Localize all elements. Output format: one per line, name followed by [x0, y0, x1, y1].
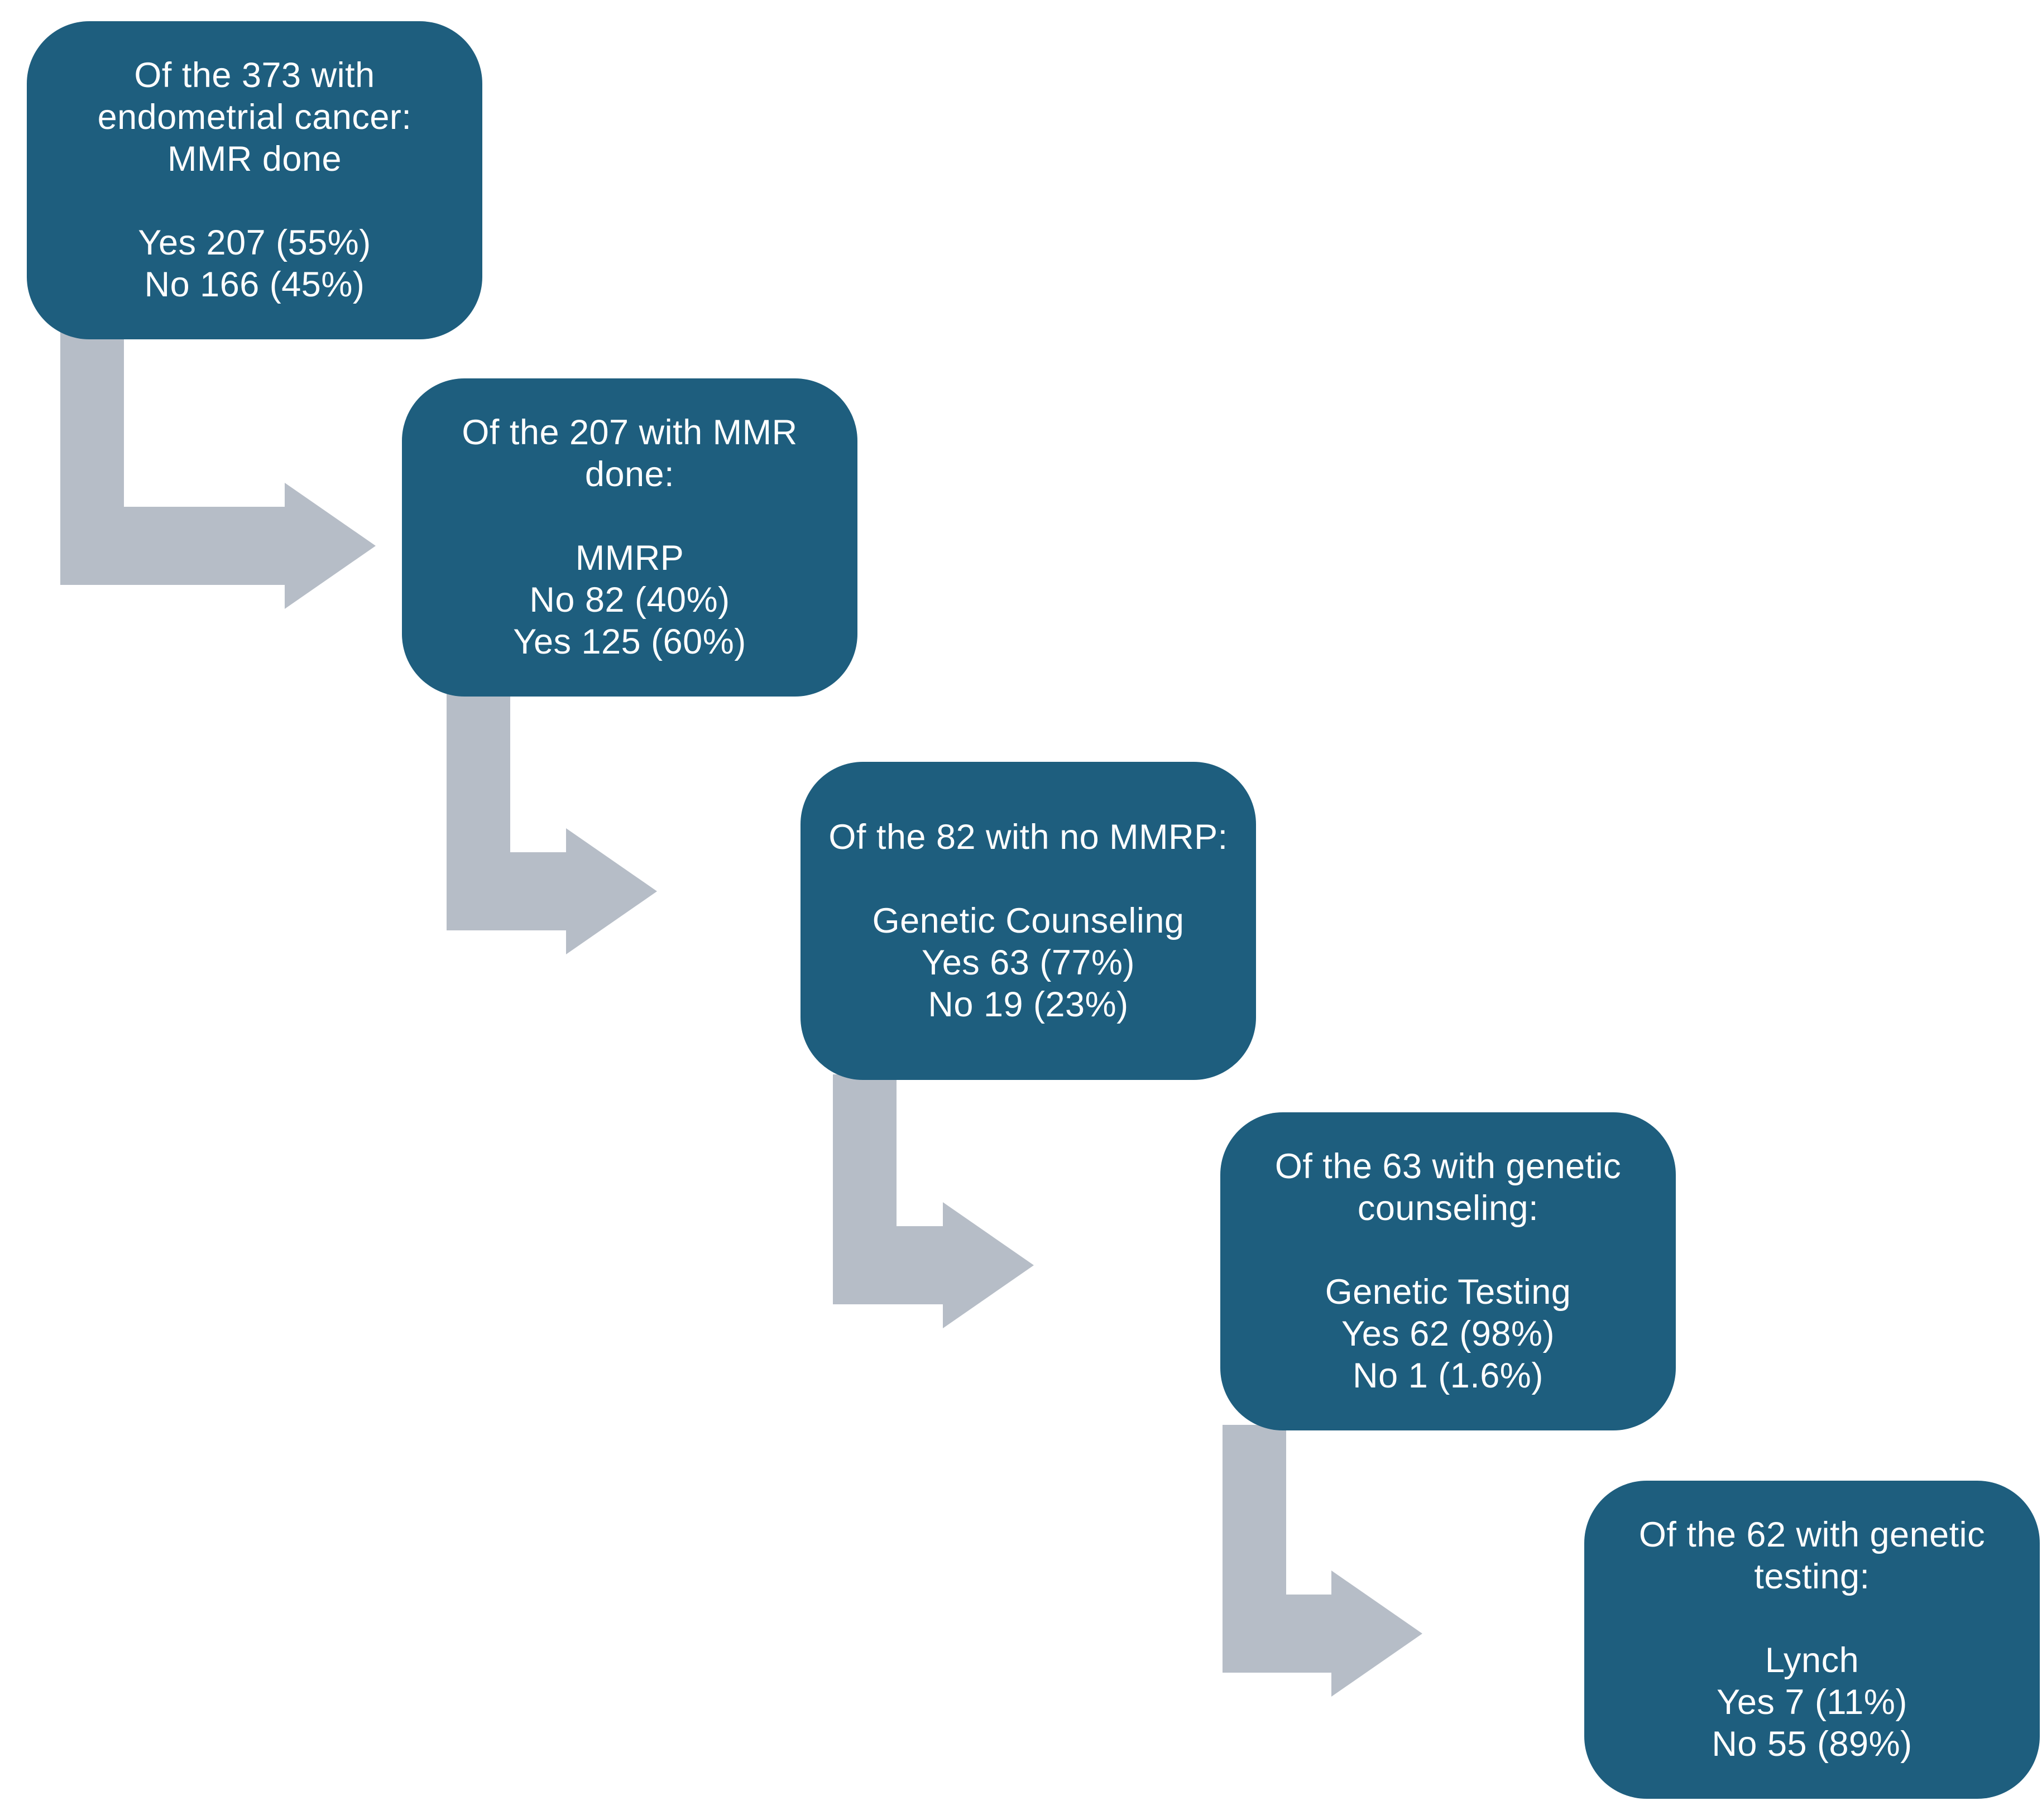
- flow-box-genetic-testing: Of the 63 with genetic counseling: Genet…: [1220, 1112, 1676, 1430]
- elbow-arrow-3-to-4: [833, 1074, 1034, 1328]
- flow-box-mmrp: Of the 207 with MMR done: MMRP No 82 (40…: [402, 378, 857, 697]
- box-header: Of the 207 with MMR done:: [462, 413, 798, 494]
- box-details: Lynch Yes 7 (11%) No 55 (89%): [1712, 1641, 1912, 1764]
- box-header: Of the 373 with endometrial cancer: MMR …: [97, 56, 412, 179]
- elbow-arrow-4-to-5: [1223, 1425, 1422, 1697]
- box-header: Of the 62 with genetic testing:: [1638, 1515, 1986, 1596]
- box-header: Of the 63 with genetic counseling:: [1274, 1147, 1622, 1228]
- box-details: Genetic Testing Yes 62 (98%) No 1 (1.6%): [1325, 1272, 1571, 1395]
- elbow-arrow-2-to-3: [447, 692, 657, 954]
- box-details: MMRP No 82 (40%) Yes 125 (60%): [513, 539, 746, 661]
- flow-box-lynch: Of the 62 with genetic testing: Lynch Ye…: [1584, 1481, 2040, 1799]
- box-header: Of the 82 with no MMRP:: [828, 817, 1228, 857]
- flow-box-mmr-done: Of the 373 with endometrial cancer: MMR …: [27, 21, 482, 339]
- elbow-arrow-1-to-2: [60, 329, 376, 609]
- box-details: Genetic Counseling Yes 63 (77%) No 19 (2…: [872, 901, 1185, 1024]
- flow-box-genetic-counseling: Of the 82 with no MMRP: Genetic Counseli…: [800, 762, 1256, 1080]
- box-details: Yes 207 (55%) No 166 (45%): [138, 223, 371, 304]
